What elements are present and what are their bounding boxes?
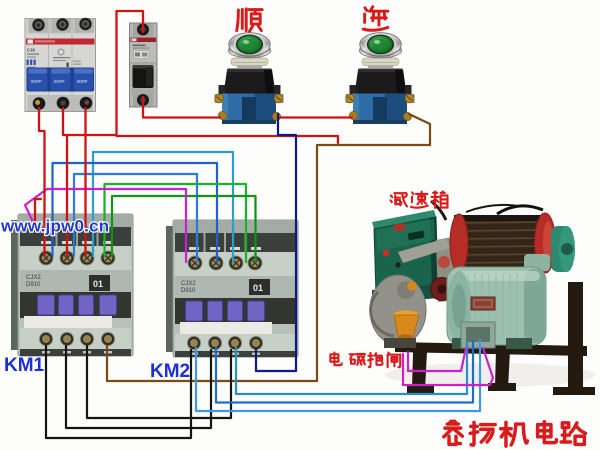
svg-text:D910: D910 [26,282,41,288]
svg-text:3OFF: 3OFF [54,79,66,84]
svg-text:3OFF: 3OFF [31,79,43,84]
svg-text:D910: D910 [181,288,196,294]
svg-text:CJX2: CJX2 [181,281,196,287]
svg-text:01: 01 [93,279,103,289]
svg-text:01: 01 [253,283,263,293]
svg-text:KM2: KM2 [150,361,190,382]
svg-text:CJX2: CJX2 [26,275,41,281]
svg-text:3OFF: 3OFF [77,79,89,84]
svg-text:C16: C16 [27,48,35,53]
svg-text:www.jpw0.cn: www.jpw0.cn [0,217,109,236]
svg-text:KM1: KM1 [4,355,45,376]
